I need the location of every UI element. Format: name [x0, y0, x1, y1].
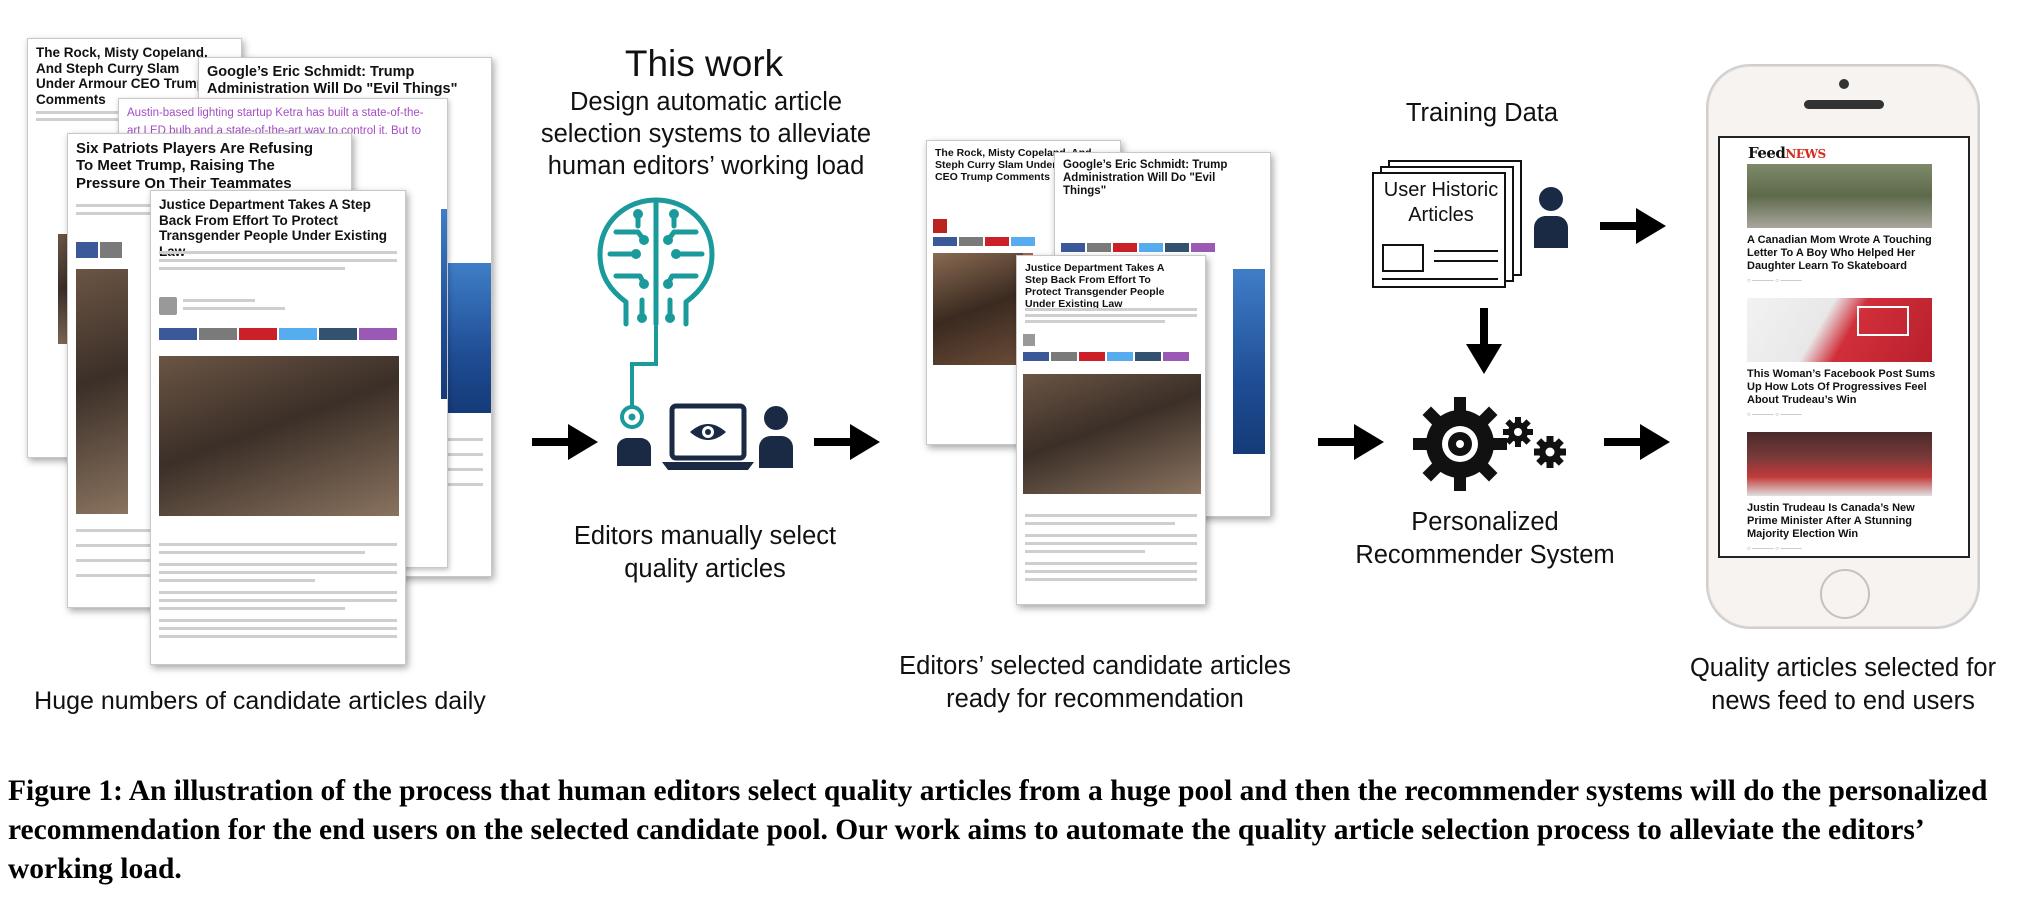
label-training-data: Training Data — [1405, 99, 1559, 127]
arrow-right-icon — [1604, 424, 1670, 460]
article-headline-rock: The Rock, Misty Copeland, And Steph Curr… — [36, 45, 208, 107]
feed-item-image — [1747, 432, 1932, 496]
label-recommender: Personalized Recommender System — [1355, 508, 1615, 569]
laptop-eye-icon — [662, 403, 754, 470]
arrow-down-icon — [1466, 308, 1502, 374]
arrow-right-icon — [532, 424, 598, 460]
circuit-brain-icon — [597, 197, 715, 327]
label-editors-manual: Editors manually select quality articles — [573, 522, 837, 583]
figure-caption: Figure 1: An illustration of the process… — [8, 775, 1988, 885]
photo-press-conference — [159, 356, 399, 516]
feed-item-title[interactable]: A Canadian Mom Wrote A Touching Letter T… — [1747, 234, 1932, 272]
label-quality-feed: Quality articles selected for news feed … — [1689, 654, 1997, 715]
person-icon — [759, 406, 793, 468]
feed-item-title[interactable]: This Woman’s Facebook Post Sums Up How L… — [1747, 368, 1936, 406]
label-design: Design automatic article selection syste… — [540, 88, 872, 180]
phone-speaker — [1804, 100, 1884, 109]
person-icon — [617, 438, 651, 466]
feednews-logo: FeedNEWS — [1748, 144, 1826, 162]
phone-home-button[interactable] — [1820, 569, 1870, 619]
arrow-right-icon — [1318, 424, 1384, 460]
person-icon — [1534, 187, 1568, 248]
phone-camera — [1839, 79, 1849, 89]
feed-item-title[interactable]: Justin Trudeau Is Canada’s New Prime Min… — [1747, 502, 1915, 540]
phone-screen: FeedNEWS A Canadian Mom Wrote A Touching… — [1718, 136, 1970, 558]
article-headline-patriots: Six Patriots Players Are Refusing To Mee… — [76, 140, 314, 192]
feed-item-image — [1747, 298, 1932, 362]
arrow-right-icon — [1600, 208, 1666, 244]
smartphone-icon: FeedNEWS A Canadian Mom Wrote A Touching… — [1706, 64, 1980, 629]
label-user-historic: User Historic Articles — [1383, 179, 1499, 226]
selected-card-justice: Justice Department Takes A Step Back Fro… — [1016, 255, 1206, 605]
label-this-work: This work — [624, 43, 784, 84]
circuit-connector — [620, 326, 658, 429]
article-headline-schmidt: Google’s Eric Schmidt: Trump Administrat… — [207, 64, 458, 97]
arrow-right-icon — [814, 424, 880, 460]
feed-item-image — [1747, 164, 1932, 228]
gear-icon — [1413, 397, 1566, 491]
article-headline-justice: Justice Department Takes A Step Back Fro… — [159, 197, 388, 259]
document-stack-icon — [1372, 160, 1524, 290]
label-selected-candidates: Editors’ selected candidate articles rea… — [899, 652, 1291, 713]
article-card-justice: Justice Department Takes A Step Back Fro… — [150, 190, 406, 665]
label-candidate-pool: Huge numbers of candidate articles daily — [34, 687, 486, 715]
